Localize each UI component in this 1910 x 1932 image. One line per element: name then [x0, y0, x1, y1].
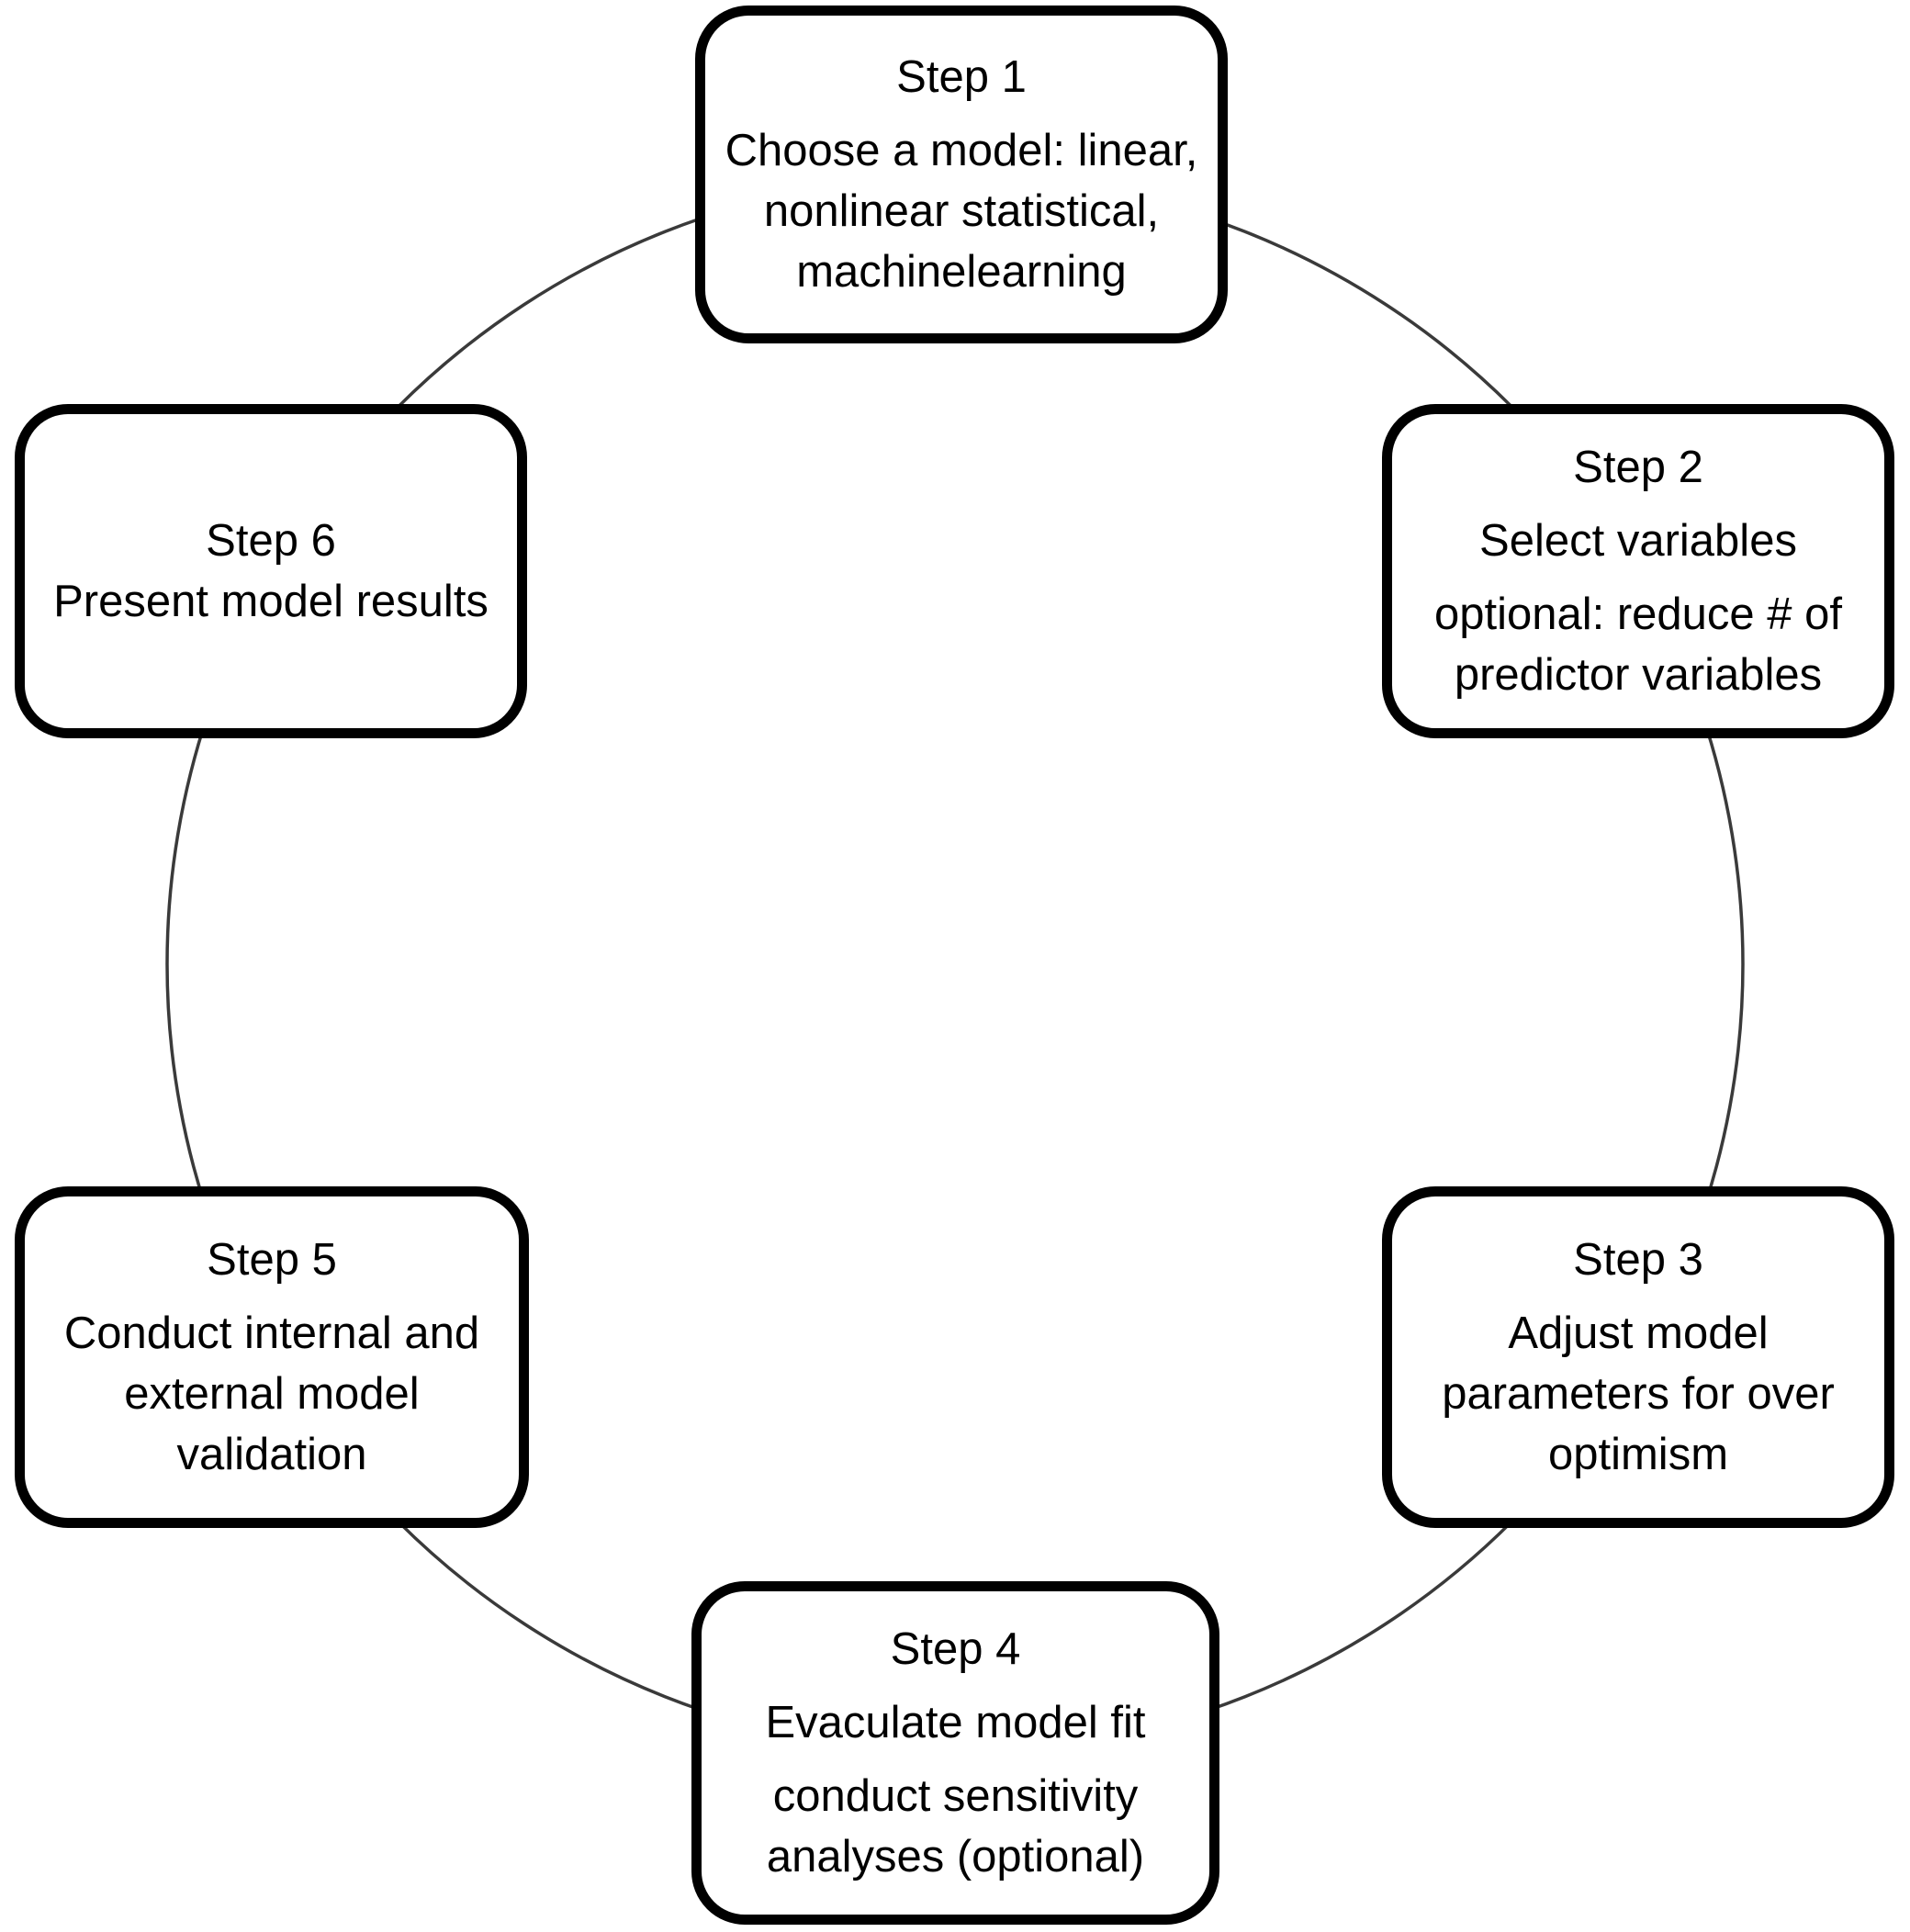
step-4-box: Step 4 Evaculate model fit conduct sensi…	[691, 1581, 1219, 1925]
step-1-description: Choose a model: linear, nonlinear statis…	[725, 126, 1198, 297]
step-5-box: Step 5 Conduct internal and external mod…	[15, 1186, 529, 1528]
step-3-title: Step 3	[1573, 1235, 1703, 1285]
step-2-description: Select variables	[1479, 516, 1797, 566]
step-6-title: Step 6	[206, 516, 336, 566]
step-2-title: Step 2	[1573, 443, 1703, 492]
step-1-title: Step 1	[896, 52, 1027, 102]
step-4-description-optional: conduct sensitivity analyses (optional)	[766, 1771, 1145, 1881]
step-4-title: Step 4	[890, 1624, 1021, 1674]
step-1-box: Step 1 Choose a model: linear, nonlinear…	[695, 6, 1228, 343]
step-4-description: Evaculate model fit	[765, 1698, 1146, 1747]
step-2-box: Step 2 Select variables optional: reduce…	[1382, 404, 1894, 738]
step-5-title: Step 5	[207, 1235, 337, 1285]
step-5-description: Conduct internal and external model vali…	[63, 1309, 480, 1479]
step-6-description: Present model results	[53, 577, 489, 626]
step-6-box: Step 6 Present model results	[15, 404, 527, 738]
step-3-description: Adjust model parameters for over optimis…	[1442, 1309, 1835, 1479]
step-2-description-optional: optional: reduce # of predictor variable…	[1433, 590, 1843, 700]
step-3-box: Step 3 Adjust model parameters for over …	[1382, 1186, 1894, 1528]
